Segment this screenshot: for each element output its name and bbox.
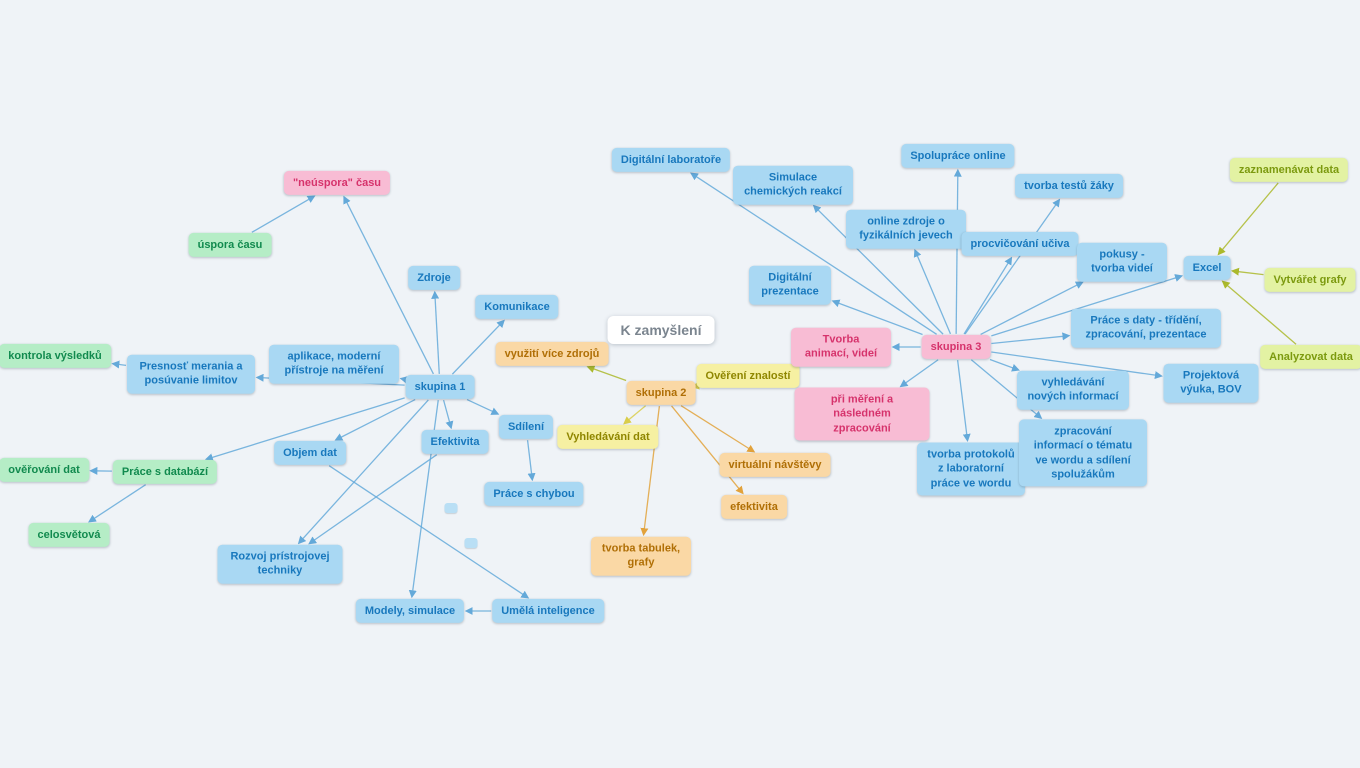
mindmap-node-pokusy[interactable]: pokusy - tvorba videí	[1077, 242, 1167, 282]
mindmap-node-analyzovat[interactable]: Analyzovat data	[1260, 344, 1360, 370]
mindmap-node-efektivita1[interactable]: Efektivita	[421, 429, 489, 455]
mindmap-node-modely[interactable]: Modely, simulace	[355, 598, 465, 624]
mindmap-edge-skupina3-pokusy	[980, 281, 1084, 335]
mindmap-node-efektivita2[interactable]: efektivita	[721, 494, 787, 520]
mindmap-edge-skupina1-databaze	[204, 397, 405, 462]
mindmap-edge-skupina3-pracesdaty	[991, 332, 1071, 345]
mindmap-edge-skupina3-mereni	[899, 359, 939, 388]
mindmap-node-digiprez[interactable]: Digitální prezentace	[749, 265, 831, 305]
mindmap-node-mereni[interactable]: při měření a následném zpracování	[794, 387, 930, 441]
mindmap-edge-skupina1-rozvoj	[297, 399, 429, 545]
mindmap-edge-skupina3-spoluprace	[953, 168, 962, 334]
mindmap-node-sdileni[interactable]: Sdílení	[498, 414, 554, 440]
mindmap-edge-skupina3-digiprez	[831, 299, 923, 336]
mindmap-node-aplikace[interactable]: aplikace, moderní přístroje na měření	[269, 344, 399, 384]
mindmap-node-simulace[interactable]: Simulace chemických reakcí	[733, 165, 853, 205]
mindmap-edge-efektivita1-rozvoj	[308, 454, 438, 545]
mindmap-node-skupina3[interactable]: skupina 3	[921, 334, 991, 360]
mindmap-dot[interactable]	[464, 538, 478, 548]
mindmap-node-grafy[interactable]: Vytvářet grafy	[1264, 267, 1356, 293]
mindmap-node-pracesdaty[interactable]: Práce s daty - třídění, zpracování, prez…	[1071, 308, 1221, 348]
mindmap-node-overeni[interactable]: Ověření znalostí	[696, 363, 800, 389]
mindmap-edge-skupina2-vyhledavani	[623, 405, 647, 425]
mindmap-node-virtualni[interactable]: virtuální návštěvy	[719, 452, 831, 478]
mindmap-edge-analyzovat-excel	[1221, 280, 1297, 345]
mindmap-node-excel[interactable]: Excel	[1183, 255, 1231, 281]
mindmap-node-rozvoj[interactable]: Rozvoj prístrojovej techniky	[217, 544, 343, 584]
mindmap-edge-skupina3-projektova	[991, 351, 1163, 380]
mindmap-node-uspora[interactable]: úspora času	[188, 232, 272, 258]
mindmap-edge-skupina2-efektivita2	[671, 405, 744, 495]
mindmap-edge-skupina1-komunikace	[451, 319, 505, 375]
mindmap-node-zaznamenavat[interactable]: zaznamenávat data	[1229, 157, 1349, 183]
mindmap-edge-skupina1-efektivita1	[442, 399, 454, 430]
mindmap-edge-grafy-excel	[1230, 267, 1264, 276]
mindmap-node-chyba[interactable]: Práce s chybou	[484, 481, 584, 507]
mindmap-edge-skupina2-vyuziti	[586, 365, 627, 382]
mindmap-edge-skupina3-procvicovani	[963, 256, 1013, 335]
mindmap-node-komunikace[interactable]: Komunikace	[475, 294, 559, 320]
mindmap-node-spoluprace[interactable]: Spolupráce online	[901, 143, 1015, 169]
mindmap-edge-skupina3-simulace	[812, 204, 944, 335]
mindmap-edge-databaze-celosvetova	[88, 484, 147, 523]
mindmap-node-novinfo[interactable]: vyhledávání nových informací	[1017, 370, 1129, 410]
mindmap-node-word[interactable]: zpracování informací o tématu ve wordu a…	[1019, 419, 1147, 487]
mindmap-dot[interactable]	[444, 503, 458, 513]
mindmap-node-onlinezdroje[interactable]: online zdroje o fyzikálních jevech	[846, 209, 966, 249]
mindmap-node-vyuziti[interactable]: využití více zdrojů	[495, 341, 609, 367]
mindmap-node-projektova[interactable]: Projektová výuka, BOV	[1163, 363, 1259, 403]
mindmap-edge-skupina3-excel	[991, 274, 1184, 337]
mindmap-node-tabulky[interactable]: tvorba tabulek, grafy	[591, 536, 691, 576]
mindmap-edge-zaznamenavat-excel	[1217, 182, 1279, 256]
mindmap-node-kontrola[interactable]: kontrola výsledků	[0, 343, 111, 369]
mindmap-node-skupina2[interactable]: skupina 2	[626, 380, 696, 406]
mindmap-node-zdroje[interactable]: Zdroje	[408, 265, 460, 291]
mindmap-edge-objem-ai	[328, 465, 530, 599]
mindmap-edge-uspora-neuspora	[251, 195, 316, 233]
mindmap-edge-skupina1-aplikace	[399, 376, 409, 384]
mindmap-edge-skupina3-novinfo	[989, 358, 1020, 372]
mindmap-node-testy[interactable]: tvorba testů žáky	[1015, 173, 1123, 199]
mindmap-node-objem[interactable]: Objem dat	[274, 440, 346, 466]
mindmap-node-databaze[interactable]: Práce s databází	[112, 459, 218, 485]
mindmap-node-vyhledavani[interactable]: Vyhledávání dat	[557, 424, 659, 450]
mindmap-node-celosvetova[interactable]: celosvětová	[28, 522, 110, 548]
mindmap-edge-skupina3-digilab	[690, 172, 938, 335]
mindmap-edge-skupina2-virtualni	[680, 405, 756, 453]
mindmap-node-animace[interactable]: Tvorba animací, videí	[791, 327, 891, 367]
mindmap-edge-skupina3-onlinezdroje	[913, 248, 952, 335]
mindmap-edge-skupina3-testy	[964, 198, 1061, 335]
mindmap-node-skupina1[interactable]: skupina 1	[405, 374, 475, 400]
mindmap-node-digilab[interactable]: Digitální laboratoře	[611, 147, 731, 173]
canvas-note-k-zamysleni[interactable]: K zamyšlení	[607, 316, 715, 344]
mindmap-edge-skupina3-protokoly	[956, 360, 971, 442]
mindmap-node-procvicovani[interactable]: procvičování učiva	[961, 231, 1079, 257]
mindmap-edge-skupina1-neuspora	[343, 195, 434, 375]
mindmap-node-overovani[interactable]: ověřování dat	[0, 457, 89, 483]
mindmap-edge-presnost-kontrola	[111, 360, 127, 369]
mindmap-node-protokoly[interactable]: tvorba protokolů z laboratorní práce ve …	[917, 442, 1025, 496]
mindmap-node-ai[interactable]: Umělá inteligence	[492, 598, 604, 624]
mindmap-edge-skupina1-zdroje	[431, 290, 440, 374]
mindmap-node-presnost[interactable]: Presnosť merania a posúvanie limitov	[127, 354, 255, 394]
mindmap-edge-skupina1-sdileni	[466, 398, 500, 415]
mindmap-edge-skupina1-objem	[334, 399, 416, 441]
mindmap-node-neuspora[interactable]: "neúspora" času	[283, 170, 391, 196]
mindmap-edge-sdileni-chyba	[526, 440, 536, 482]
